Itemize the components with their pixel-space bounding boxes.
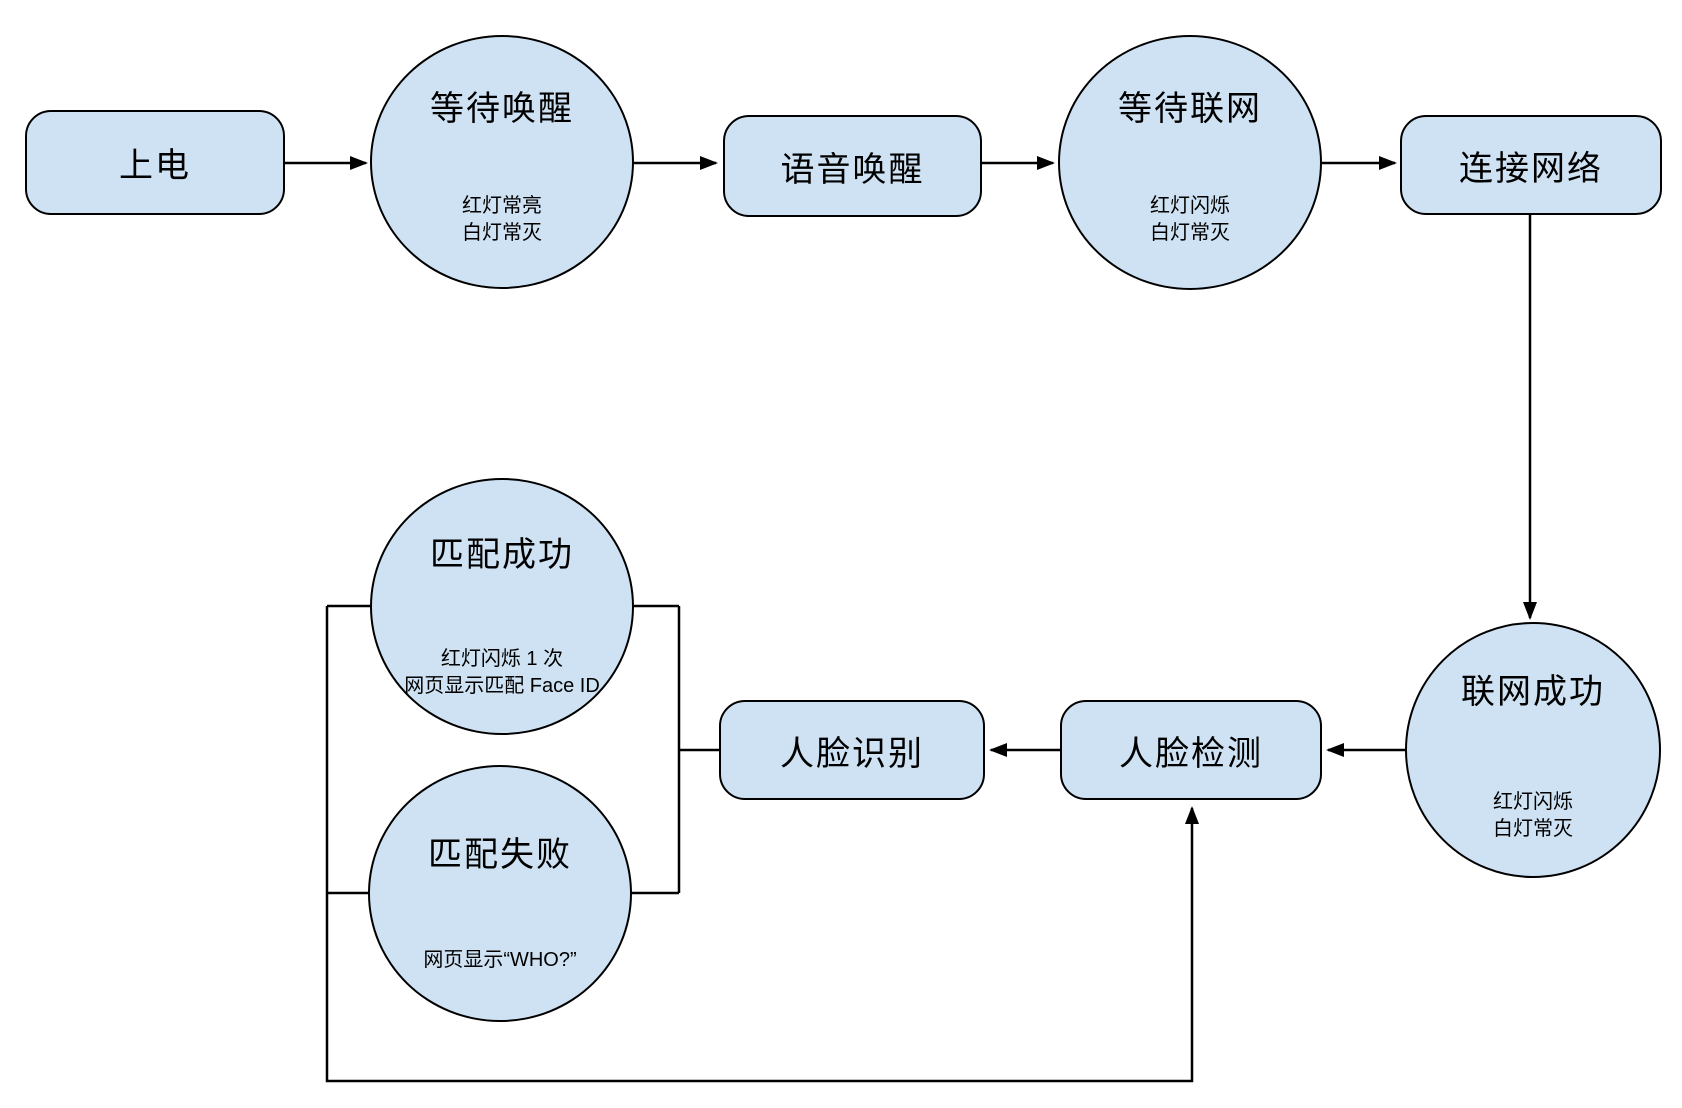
- node-network-success: 联网成功 红灯闪烁白灯常灭: [1405, 622, 1661, 878]
- node-power-on-label: 上电: [119, 147, 191, 185]
- node-match-fail: 匹配失败 网页显示“WHO?”: [368, 765, 632, 1022]
- node-match-success-note-line1: 红灯闪烁 1 次: [440, 648, 564, 670]
- node-match-success: 匹配成功 红灯闪烁 1 次网页显示匹配 Face ID: [370, 478, 634, 735]
- node-wait-network: 等待联网 红灯闪烁白灯常灭: [1058, 35, 1322, 290]
- node-connect-network: 连接网络: [1400, 115, 1662, 215]
- node-voice-wake-label: 语音唤醒: [780, 150, 925, 189]
- node-connect-network-label: 连接网络: [1459, 149, 1603, 188]
- node-face-detect-label: 人脸检测: [1119, 734, 1263, 773]
- node-network-success-label: 联网成功: [1461, 673, 1605, 711]
- node-wait-network-note-line2: 白灯常灭: [1150, 222, 1230, 244]
- node-network-success-note: 红灯闪烁白灯常灭: [1407, 789, 1659, 843]
- node-face-recognize-label: 人脸识别: [780, 734, 924, 773]
- node-wait-wake-note-line1: 红灯常亮: [462, 195, 542, 217]
- node-match-fail-label: 匹配失败: [428, 836, 572, 874]
- node-wait-wake-note-line2: 白灯常灭: [462, 222, 542, 244]
- node-face-detect: 人脸检测: [1060, 700, 1322, 800]
- node-wait-network-note-line1: 红灯闪烁: [1150, 195, 1230, 217]
- node-match-fail-note-line1: 网页显示“WHO?”: [423, 949, 577, 971]
- node-match-success-note-line2: 网页显示匹配 Face ID: [404, 675, 600, 697]
- node-network-success-note-line2: 白灯常灭: [1493, 818, 1573, 840]
- node-wait-network-label: 等待联网: [1118, 90, 1262, 128]
- node-voice-wake: 语音唤醒: [723, 115, 982, 217]
- node-wait-network-note: 红灯闪烁白灯常灭: [1060, 193, 1320, 247]
- edge-loop-back-to-face-detect: [325, 606, 1199, 1083]
- node-match-success-note: 红灯闪烁 1 次网页显示匹配 Face ID: [372, 646, 632, 700]
- node-power-on: 上电: [25, 110, 285, 215]
- node-wait-wake-label: 等待唤醒: [430, 90, 574, 128]
- node-wait-wake-note: 红灯常亮白灯常灭: [372, 193, 632, 247]
- node-match-success-label: 匹配成功: [430, 536, 574, 574]
- node-network-success-note-line1: 红灯闪烁: [1493, 791, 1573, 813]
- node-wait-wake: 等待唤醒 红灯常亮白灯常灭: [370, 35, 634, 289]
- node-face-recognize: 人脸识别: [719, 700, 985, 800]
- node-match-fail-note: 网页显示“WHO?”: [370, 947, 630, 974]
